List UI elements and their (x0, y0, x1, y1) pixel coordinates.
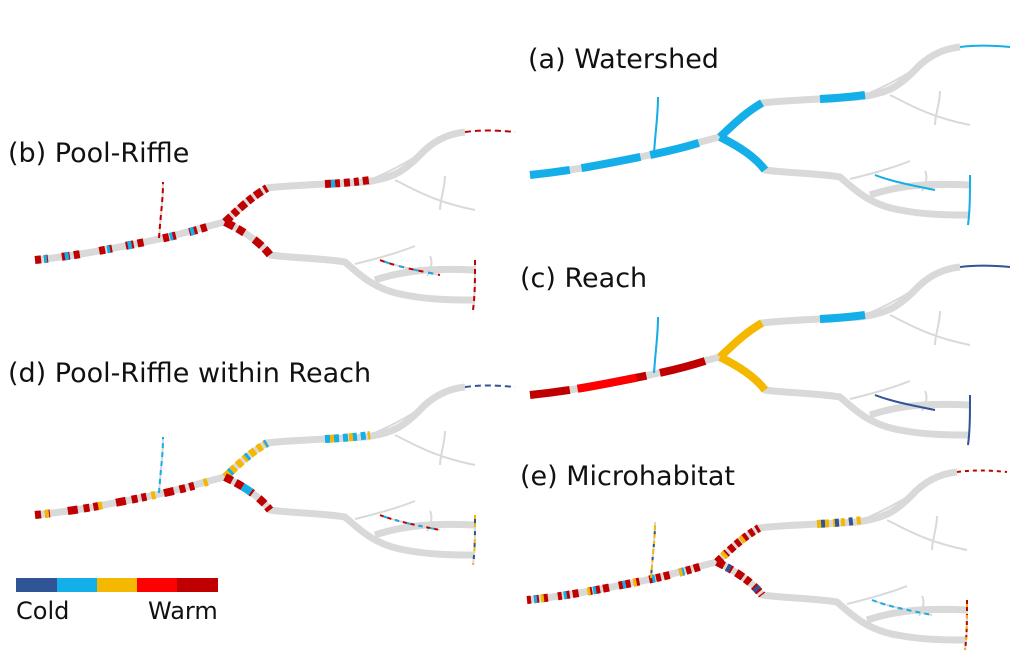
segment-trib-b (379, 259, 441, 276)
channel-trib-2 (856, 479, 933, 523)
segment-main-warm (526, 562, 704, 604)
segment-upper (222, 439, 270, 480)
channel-trib-7 (921, 390, 928, 412)
segment-trib-a (653, 96, 659, 154)
segment-trib-c-yellow (964, 599, 968, 651)
channel-main-3 (718, 133, 971, 219)
river-network-a (529, 43, 1011, 226)
panel-label-b: (b) Pool-Riffle (8, 138, 190, 169)
channel-trib-2 (859, 54, 936, 98)
legend-swatch-5 (177, 578, 218, 592)
segment-upper (717, 99, 765, 140)
segment-upper-right (819, 311, 866, 323)
segment-upper-right-blue (816, 516, 863, 528)
segment-trib-c (472, 259, 476, 311)
segment-trib-b-cool (379, 514, 441, 531)
panel-label-a: (a) Watershed (528, 44, 719, 75)
channel-main-3 (718, 353, 971, 439)
channel-main-2 (714, 468, 958, 565)
river-network-b (34, 128, 516, 311)
segment-upper-right (816, 516, 863, 528)
segment-lower (718, 353, 769, 393)
segment-upper (222, 184, 270, 225)
channel-trib-4 (934, 310, 941, 346)
segment-main-warm (34, 477, 212, 519)
segment-trib-a (653, 316, 659, 374)
channel-trib-5 (354, 500, 416, 520)
segment-top (956, 469, 1008, 473)
segment-trib-b (874, 394, 936, 411)
segment-lower (718, 133, 769, 173)
channel-trib-4 (439, 175, 446, 211)
segment-trib-a (650, 521, 656, 579)
segment-top (959, 264, 1011, 268)
segment-trib-a-blue (650, 521, 656, 579)
channel-trib-5 (849, 380, 911, 400)
legend-swatch-3 (97, 578, 137, 592)
segment-trib-b (871, 599, 933, 616)
segment-trib-b (379, 514, 441, 531)
legend-warm-label: Warm (148, 597, 218, 625)
segment-upper-right (819, 91, 866, 103)
segment-lower (223, 473, 274, 513)
segment-upper-right (324, 176, 371, 188)
segment-trib-c-blue (472, 514, 476, 566)
river-network-d (34, 383, 516, 566)
segment-main (529, 357, 707, 399)
segment-upper (717, 319, 765, 360)
channel-trib-2 (859, 274, 936, 318)
river-network-e (526, 468, 1008, 651)
legend-swatch-2 (57, 578, 97, 592)
channel-trib-3 (394, 434, 476, 466)
channel-trib-3 (394, 179, 476, 211)
segment-main (529, 137, 707, 179)
segment-lower (715, 558, 766, 598)
river-network-c (529, 263, 1011, 446)
channel-main-2 (222, 383, 466, 480)
channel-main-3 (715, 558, 968, 644)
channel-trib-7 (426, 510, 433, 532)
channel-trib-3 (889, 94, 971, 126)
segment-upper-right (324, 431, 371, 443)
panel-label-c: (c) Reach (520, 263, 648, 294)
channel-trib-5 (849, 160, 911, 180)
legend-swatch-1 (16, 578, 57, 592)
channel-trib-7 (426, 255, 433, 277)
channel-main-3 (223, 218, 476, 304)
channel-main-2 (717, 43, 961, 140)
panel-label-d: (d) Pool-Riffle within Reach (8, 358, 372, 389)
segment-upper (714, 524, 762, 565)
segment-lower (223, 218, 274, 258)
legend-cold-label: Cold (16, 597, 70, 625)
channel-trib-5 (354, 245, 416, 265)
channel-trib-7 (918, 595, 925, 617)
segment-top (464, 384, 516, 388)
segment-trib-c (967, 394, 971, 446)
segment-trib-c (967, 174, 971, 226)
channel-main-2 (717, 263, 961, 360)
channel-main-3 (223, 473, 476, 559)
segment-trib-c (472, 514, 476, 566)
channel-trib-2 (364, 394, 441, 438)
segment-trib-a (158, 181, 164, 239)
channel-trib-4 (934, 90, 941, 126)
channel-main-2 (222, 128, 466, 225)
channel-trib-5 (846, 585, 908, 605)
channel-trib-7 (921, 170, 928, 192)
segment-top (464, 129, 516, 133)
channel-trib-2 (364, 139, 441, 183)
channel-trib-3 (886, 519, 968, 551)
legend-swatch-4 (137, 578, 177, 592)
segment-upper-right-yellow (324, 431, 371, 443)
channel-main-1 (34, 473, 226, 519)
segment-trib-a (158, 436, 164, 494)
channel-trib-4 (931, 515, 938, 551)
panel-label-e: (e) Microhabitat (520, 461, 735, 492)
channel-trib-4 (439, 430, 446, 466)
segment-main-cool (34, 222, 212, 264)
segment-top (959, 44, 1011, 48)
segment-trib-b (874, 174, 936, 191)
channel-trib-3 (889, 314, 971, 346)
